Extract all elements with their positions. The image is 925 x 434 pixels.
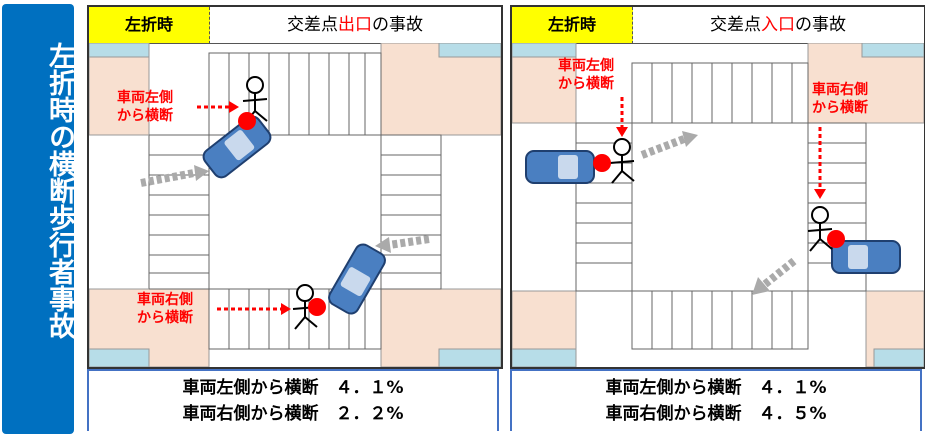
right-path-arrow-2 — [761, 257, 797, 289]
right-car-right — [831, 240, 901, 274]
left-title-highlight: 出口 — [338, 15, 372, 35]
left-path-arrow-2 — [388, 235, 430, 249]
left-impact-top — [238, 112, 256, 130]
left-label-a-line1: 車両左側 — [117, 90, 173, 106]
right-impact-right — [827, 230, 845, 248]
right-label-b: 車両右側から横断 — [812, 81, 868, 117]
left-crosswalk-left — [148, 134, 210, 290]
left-label-b: 車両右側から横断 — [137, 291, 193, 327]
right-crosswalk-top — [631, 62, 809, 124]
right-title-suffix: の事故 — [795, 15, 846, 35]
left-impact-bottom — [308, 298, 326, 316]
right-stat-2: 車両右側から横断 ４．５% — [605, 404, 827, 424]
left-label-a: 車両左側から横断 — [117, 89, 173, 125]
side-title: 左折時の横断歩行者事故 — [44, 42, 75, 339]
left-path-arrow-1 — [140, 169, 195, 187]
right-label-a-line2: から横断 — [558, 76, 614, 92]
right-car-left — [525, 150, 595, 184]
right-label-b-line1: 車両右側 — [812, 82, 868, 98]
left-label-b-line1: 車両右側 — [137, 292, 193, 308]
left-pedestrian-top — [242, 76, 268, 124]
side-title-bar: 左折時の横断歩行者事故 — [2, 4, 75, 434]
left-title-prefix: 交差点 — [287, 15, 338, 35]
right-stat-1: 車両左側から横断 ４．１% — [605, 378, 827, 398]
right-intersection-diagram — [512, 43, 924, 367]
left-stat-1: 車両左側から横断 ４．１% — [182, 378, 404, 398]
right-header-title: 交差点入口の事故 — [632, 7, 924, 44]
right-crosswalk-bottom — [631, 290, 809, 350]
right-label-b-line2: から横断 — [812, 100, 868, 116]
right-header-tag: 左折時 — [512, 7, 633, 44]
left-crosswalk-top — [208, 52, 382, 136]
left-stat-2: 車両右側から横断 ２．２% — [182, 404, 404, 424]
right-diagram-panel: 左折時 交差点入口の事故 — [510, 5, 925, 369]
right-pedestrian-right — [807, 206, 833, 252]
left-car-bottom — [328, 243, 386, 315]
left-crosswalk-right — [380, 134, 442, 290]
left-pedestrian-bottom — [292, 284, 318, 330]
right-title-prefix: 交差点 — [710, 15, 761, 35]
left-title-suffix: の事故 — [372, 15, 423, 35]
right-stats-box: 車両左側から横断 ４．１% 車両右側から横断 ４．５% — [510, 369, 922, 431]
left-header-title: 交差点出口の事故 — [209, 7, 501, 44]
left-label-b-line2: から横断 — [137, 310, 193, 326]
left-stats-box: 車両左側から横断 ４．１% 車両右側から横断 ２．２% — [87, 369, 499, 431]
left-diagram-panel: 左折時 交差点出口の事故 — [87, 5, 503, 369]
left-car-top — [202, 115, 272, 179]
right-pedestrian-left — [609, 138, 635, 184]
right-label-a: 車両左側から横断 — [558, 57, 614, 93]
left-intersection-diagram — [89, 43, 501, 367]
right-label-a-line1: 車両左側 — [558, 58, 614, 74]
left-header-tag: 左折時 — [89, 7, 210, 44]
right-impact-left — [593, 154, 611, 172]
right-path-arrow-1 — [640, 135, 686, 159]
right-title-highlight: 入口 — [761, 15, 795, 35]
left-label-a-line2: から横断 — [117, 108, 173, 124]
